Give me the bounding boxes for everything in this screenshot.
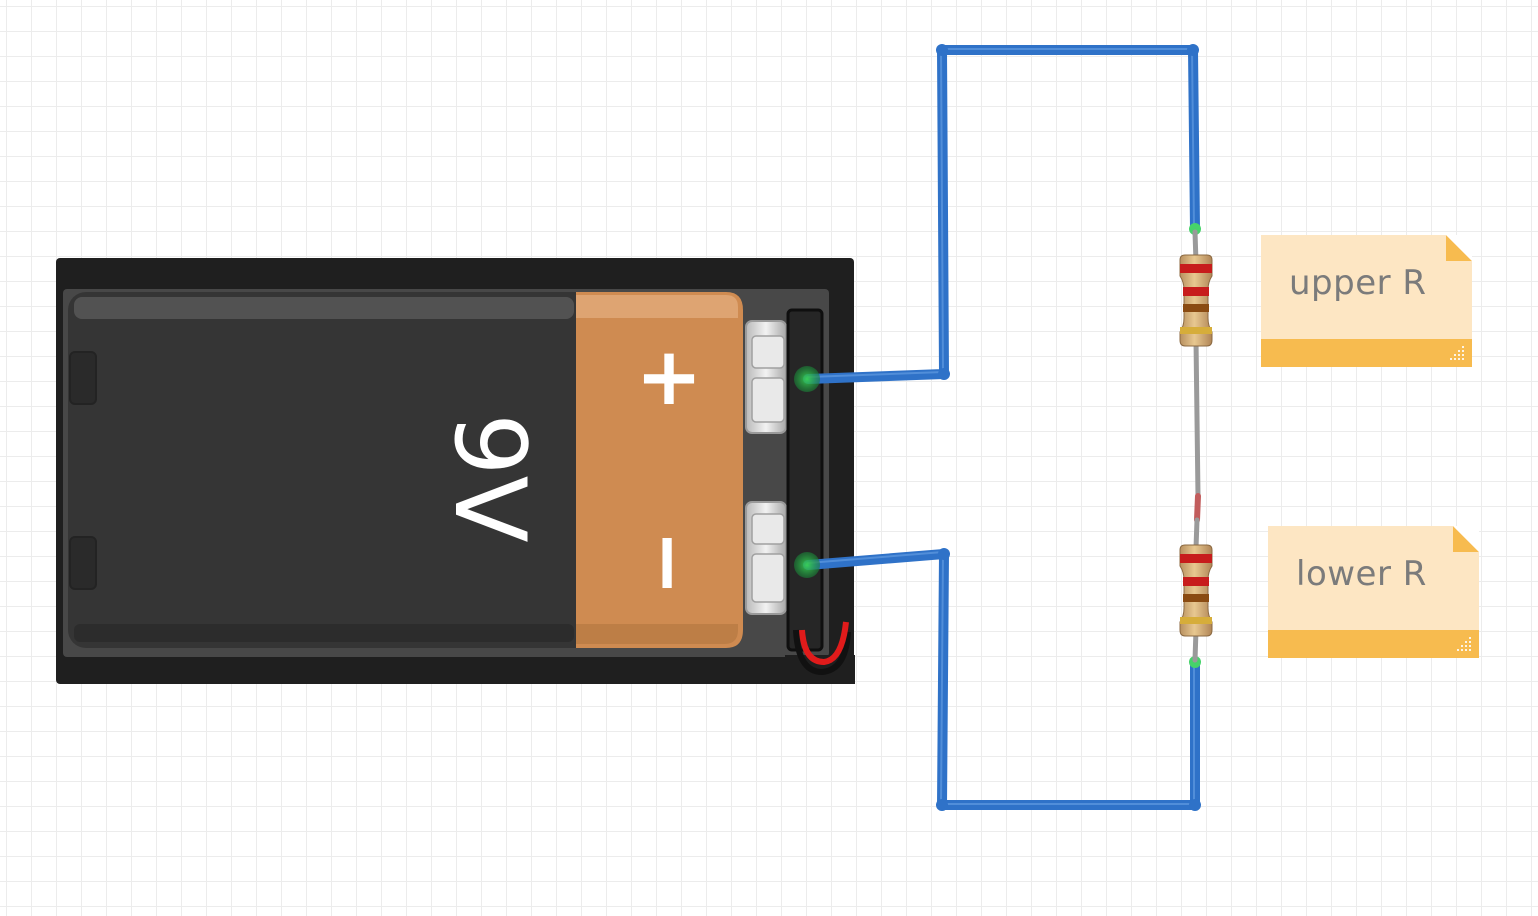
- note-label[interactable]: upper R: [1289, 263, 1427, 303]
- resistor-pin-glow-upper: [1189, 223, 1201, 235]
- folded-corner-cutout: [1453, 526, 1479, 552]
- wire-positive[interactable]: [803, 45, 1200, 384]
- connection-indicators: [794, 223, 1201, 668]
- battery-clip-bottom: [69, 536, 97, 590]
- battery-negative-terminal[interactable]: [745, 501, 787, 615]
- wire-bendpoint[interactable]: [1189, 799, 1201, 811]
- battery-clip-top: [69, 351, 97, 405]
- note-label[interactable]: lower R: [1296, 554, 1427, 594]
- battery-minus-label: −: [623, 529, 716, 596]
- battery-body: [68, 292, 743, 648]
- folded-corner-cutout: [1446, 235, 1472, 261]
- battery-9v[interactable]: + − 9V: [56, 258, 855, 684]
- note-footer-bar: [1261, 339, 1472, 367]
- note-footer-bar: [1268, 630, 1479, 658]
- battery-lead-black: [793, 629, 851, 676]
- battery-body-highlight: [74, 297, 574, 319]
- resistor-lower[interactable]: [1179, 544, 1213, 637]
- battery-cap: [576, 292, 743, 648]
- terminal-glow-negative: [794, 552, 820, 578]
- wire-negative-highlight: [807, 551, 1195, 805]
- terminal-glow-positive: [794, 366, 820, 392]
- note-lower-r[interactable]: lower R: [1268, 526, 1479, 658]
- battery-positive-terminal[interactable]: [745, 320, 787, 434]
- wire-positive-highlight: [807, 48, 1195, 378]
- wire-bendpoint[interactable]: [938, 548, 950, 560]
- wire-negative[interactable]: [803, 549, 1200, 810]
- wires[interactable]: [803, 44, 1201, 811]
- battery-lead-red: [799, 621, 849, 666]
- wire-bendpoint[interactable]: [936, 799, 948, 811]
- battery-voltage-label: 9V: [432, 413, 546, 542]
- resistor-upper[interactable]: [1179, 254, 1213, 347]
- battery-cap-shadow: [576, 624, 738, 644]
- wire-bendpoint[interactable]: [1187, 44, 1199, 56]
- battery-snap-connector: [786, 308, 824, 652]
- note-upper-r[interactable]: upper R: [1261, 235, 1472, 367]
- battery-body-shadow: [74, 624, 574, 642]
- battery-plus-label: +: [635, 330, 702, 423]
- resize-grip-icon[interactable]: [1450, 346, 1466, 362]
- wire-bendpoint[interactable]: [938, 368, 950, 380]
- wire-bendpoint[interactable]: [936, 44, 948, 56]
- battery-cap-highlight: [576, 295, 738, 318]
- resize-grip-icon[interactable]: [1457, 637, 1473, 653]
